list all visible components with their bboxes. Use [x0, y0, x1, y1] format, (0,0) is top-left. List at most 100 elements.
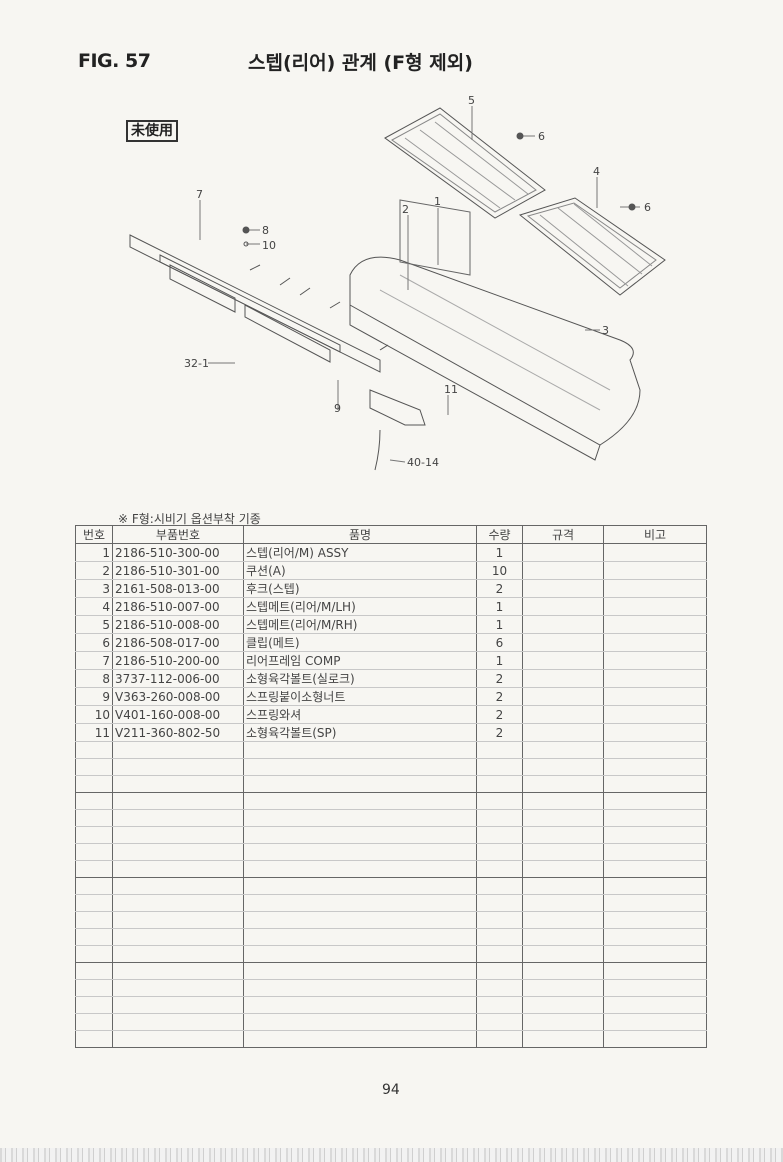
table-cell-spec — [522, 860, 604, 878]
table-cell-no — [75, 1013, 113, 1031]
rear-frame-part — [129, 234, 389, 373]
table-cell-pn — [112, 758, 244, 776]
table-cell-spec — [522, 1030, 604, 1048]
table-row — [75, 758, 707, 776]
table-cell-spec — [522, 543, 604, 562]
table-cell-no — [75, 860, 113, 878]
table-cell-no — [75, 843, 113, 861]
table-cell-qty — [476, 928, 523, 946]
table-cell-spec — [522, 809, 604, 827]
table-cell-rem — [603, 843, 707, 861]
table-cell-spec — [522, 775, 604, 793]
table-cell-rem — [603, 860, 707, 878]
table-cell-rem — [603, 705, 707, 724]
table-row — [75, 826, 707, 844]
table-cell-rem — [603, 741, 707, 759]
table-cell-qty — [476, 945, 523, 963]
table-cell-pn — [112, 945, 244, 963]
table-cell-pn — [112, 979, 244, 997]
table-cell-name: 스텝메트(리어/M/RH) — [243, 615, 477, 634]
table-cell-name — [243, 962, 477, 980]
header-part-number: 부품번호 — [112, 525, 244, 544]
table-cell-name: 스프링붙이소형너트 — [243, 687, 477, 706]
table-cell-rem — [603, 651, 707, 670]
step-mat-lh-part — [518, 197, 666, 296]
table-cell-no: 10 — [75, 705, 113, 724]
table-cell-rem — [603, 1013, 707, 1031]
table-cell-pn: 2186-510-300-00 — [112, 543, 244, 562]
table-cell-qty — [476, 860, 523, 878]
table-cell-qty: 2 — [476, 669, 523, 688]
table-cell-pn — [112, 928, 244, 946]
table-cell-name: 클립(메트) — [243, 633, 477, 652]
table-row — [75, 877, 707, 895]
table-cell-rem — [603, 597, 707, 616]
table-cell-name: 스텝(리어/M) ASSY — [243, 543, 477, 562]
table-cell-qty: 1 — [476, 543, 523, 562]
callout-label: 40-14 — [407, 456, 439, 469]
table-cell-no: 2 — [75, 561, 113, 580]
table-cell-qty — [476, 843, 523, 861]
table-cell-rem — [603, 775, 707, 793]
table-cell-qty — [476, 809, 523, 827]
table-cell-name — [243, 911, 477, 929]
table-cell-spec — [522, 669, 604, 688]
table-header-row: 번호 부품번호 품명 수량 규격 비고 — [75, 525, 707, 544]
table-cell-name — [243, 945, 477, 963]
table-cell-no — [75, 758, 113, 776]
table-cell-name — [243, 826, 477, 844]
table-cell-spec — [522, 687, 604, 706]
table-cell-spec — [522, 651, 604, 670]
table-cell-spec — [522, 894, 604, 912]
table-cell-qty: 6 — [476, 633, 523, 652]
table-cell-spec — [522, 962, 604, 980]
table-cell-rem — [603, 615, 707, 634]
table-cell-name — [243, 809, 477, 827]
table-cell-rem — [603, 826, 707, 844]
table-cell-name: 쿠션(A) — [243, 561, 477, 580]
table-row — [75, 843, 707, 861]
table-cell-no — [75, 911, 113, 929]
table-cell-no — [75, 741, 113, 759]
table-cell-name — [243, 741, 477, 759]
table-cell-rem — [603, 633, 707, 652]
table-cell-spec — [522, 705, 604, 724]
table-cell-pn — [112, 826, 244, 844]
table-cell-rem — [603, 945, 707, 963]
page-number: 94 — [382, 1082, 400, 1098]
table-cell-no — [75, 775, 113, 793]
table-cell-spec — [522, 826, 604, 844]
callout-label: 3 — [602, 324, 609, 337]
table-cell-pn — [112, 1030, 244, 1048]
table-cell-rem — [603, 792, 707, 810]
table-cell-rem — [603, 996, 707, 1014]
table-cell-no — [75, 894, 113, 912]
table-row — [75, 928, 707, 946]
table-cell-pn — [112, 809, 244, 827]
table-row — [75, 775, 707, 793]
callout-label: 32-1 — [184, 357, 209, 370]
header-part-name: 품명 — [243, 525, 477, 544]
table-cell-no — [75, 928, 113, 946]
table-cell-pn — [112, 843, 244, 861]
table-cell-spec — [522, 758, 604, 776]
table-row — [75, 996, 707, 1014]
table-cell-pn: V211-360-802-50 — [112, 723, 244, 742]
table-cell-pn: 2161-508-013-00 — [112, 579, 244, 598]
table-cell-name: 후크(스텝) — [243, 579, 477, 598]
table-cell-spec — [522, 723, 604, 742]
table-cell-qty — [476, 758, 523, 776]
table-row — [75, 860, 707, 878]
table-cell-name: 스텝메트(리어/M/LH) — [243, 597, 477, 616]
table-cell-no — [75, 809, 113, 827]
table-cell-qty: 2 — [476, 723, 523, 742]
table-cell-name — [243, 894, 477, 912]
table-cell-no: 4 — [75, 597, 113, 616]
table-cell-name — [243, 758, 477, 776]
